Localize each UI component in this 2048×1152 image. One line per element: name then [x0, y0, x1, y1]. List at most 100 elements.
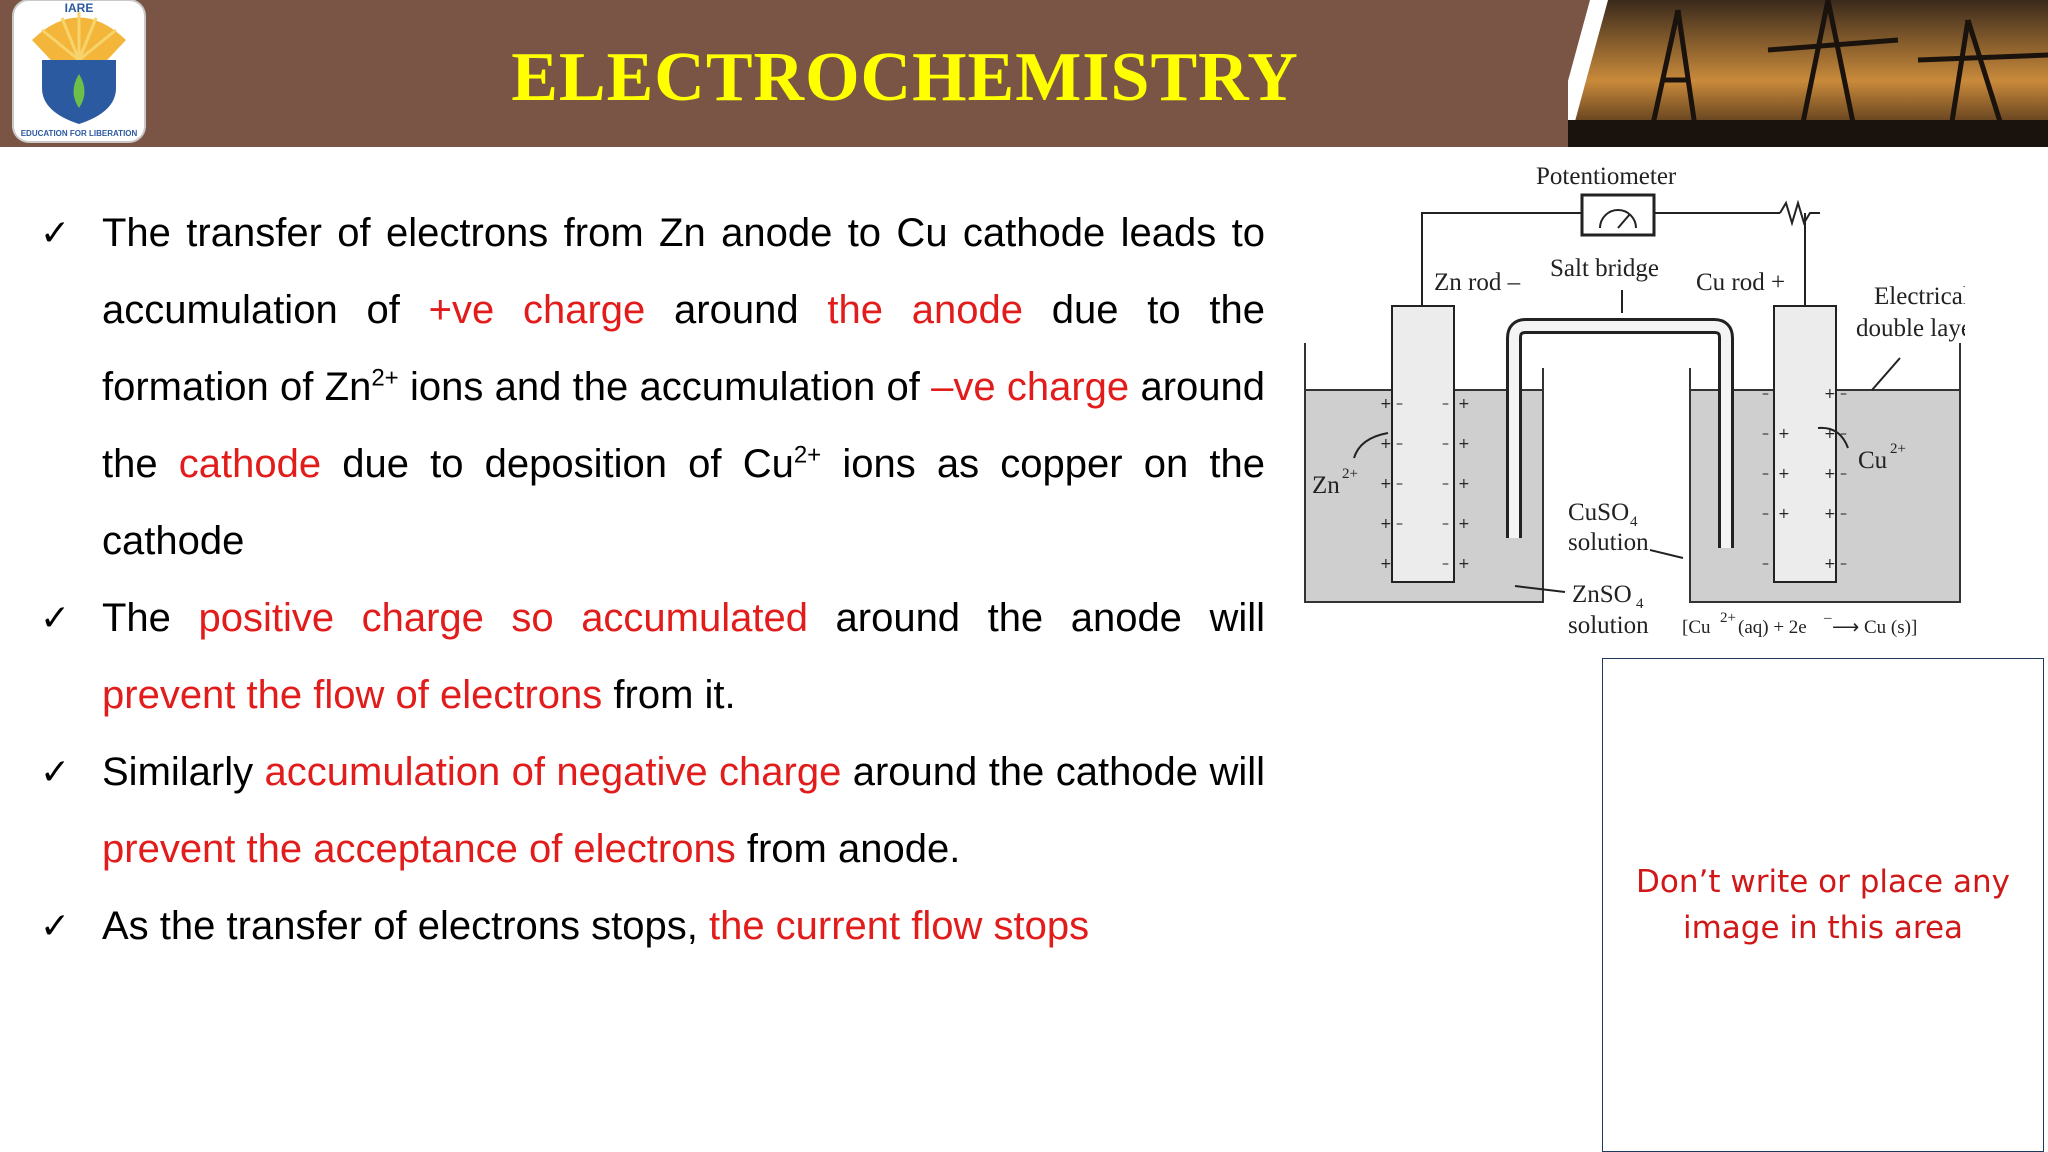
- svg-text:+: +: [1824, 426, 1836, 442]
- zn-ion-label: Zn: [1312, 472, 1340, 499]
- bullet-text: around: [645, 288, 828, 332]
- bullet-item-3: ✓ Similarly accumulation of negative char…: [40, 734, 1265, 888]
- bullet-text: The: [102, 596, 199, 640]
- svg-text:+: +: [1380, 516, 1392, 532]
- superscript-charge: 2+: [371, 364, 399, 392]
- bullet-text: from it.: [602, 673, 736, 717]
- svg-text:+: +: [1380, 476, 1392, 492]
- svg-text:–: –: [1840, 556, 1847, 572]
- svg-text:–: –: [1823, 610, 1832, 626]
- highlight-text: cathode: [178, 442, 322, 486]
- cu-rod-label: Cu rod +: [1696, 269, 1785, 296]
- cu-ion-charge: 2+: [1890, 441, 1906, 457]
- svg-text:+: +: [1458, 396, 1470, 412]
- zn-ion-charge: 2+: [1342, 466, 1358, 482]
- svg-text:–: –: [1442, 556, 1449, 572]
- bullet-text: around the anode will: [807, 596, 1266, 640]
- cathode-reaction: [Cu 2+ (aq) + 2e – ⟶ Cu (s)]: [1682, 610, 1917, 638]
- svg-text:–: –: [1762, 506, 1769, 522]
- svg-text:–: –: [1840, 426, 1847, 442]
- cuso4-solution-label: solution: [1568, 529, 1649, 556]
- svg-text:+: +: [1824, 506, 1836, 522]
- zn-rod: [1391, 305, 1455, 583]
- bullet-item-2: ✓The positive charge so accumulated arou…: [40, 580, 1265, 734]
- bullet-list: ✓ The transfer of electrons from Zn anode…: [40, 195, 1265, 965]
- znso4-solution-label: solution: [1568, 612, 1649, 639]
- svg-text:–: –: [1840, 506, 1847, 522]
- slide-title: ELECTROCHEMISTRY: [511, 39, 1299, 116]
- svg-text:+: +: [1458, 556, 1470, 572]
- reserved-area-box: Don’t write or place any image in this a…: [1602, 658, 2044, 1152]
- svg-text:–: –: [1762, 386, 1769, 402]
- cuso4-label: CuSO: [1568, 499, 1629, 526]
- logo-motto: EDUCATION FOR LIBERATION: [21, 129, 138, 138]
- svg-text:–: –: [1762, 426, 1769, 442]
- highlight-text: prevent the acceptance of electrons: [102, 827, 736, 871]
- double-layer-label-line1: Electrical: [1874, 283, 1965, 310]
- highlight-text: accumulation of negative charge: [264, 750, 842, 794]
- double-layer-label-line2: double layer: [1856, 315, 1965, 342]
- cuso4-subscript: 4: [1630, 514, 1638, 530]
- notice-line-1: Don’t write or place any: [1636, 864, 2010, 900]
- institute-logo: IARE EDUCATION FOR LIBERATION: [12, 0, 146, 143]
- svg-text:–: –: [1840, 466, 1847, 482]
- superscript-charge: 2+: [793, 441, 822, 469]
- svg-text:–: –: [1442, 516, 1449, 532]
- svg-text:+: +: [1380, 436, 1392, 452]
- svg-text:+: +: [1778, 506, 1790, 522]
- svg-text:(aq) + 2e: (aq) + 2e: [1738, 617, 1807, 638]
- svg-text:2+: 2+: [1720, 610, 1736, 626]
- notice-line-2: image in this area: [1682, 910, 1964, 946]
- svg-text:+: +: [1458, 436, 1470, 452]
- svg-text:+: +: [1824, 386, 1836, 402]
- svg-text:–: –: [1840, 386, 1847, 402]
- svg-text:+: +: [1778, 466, 1790, 482]
- bullet-text: ions as copper on the cathode: [102, 442, 1265, 563]
- bullet-text: due to the formation of Zn: [102, 288, 1265, 409]
- svg-text:+: +: [1824, 556, 1836, 572]
- svg-text:+: +: [1458, 516, 1470, 532]
- slide-header: ELECTROCHEMISTRY: [0, 0, 2048, 147]
- bullet-item-4: ✓ As the transfer of electrons stops, the…: [40, 888, 1265, 965]
- highlight-text: the current flow stops: [708, 904, 1090, 948]
- highlight-text: positive charge so accumulated: [198, 596, 808, 640]
- svg-text:–: –: [1396, 396, 1403, 412]
- bullet-text: Similarly: [102, 750, 265, 794]
- cu-rod: [1773, 305, 1837, 583]
- highlight-text: +ve charge: [428, 288, 646, 332]
- svg-text:–: –: [1762, 556, 1769, 572]
- highlight-text: –ve charge: [931, 365, 1130, 409]
- bullet-text: As the transfer of electrons stops,: [102, 904, 709, 948]
- cu-ion-label: Cu: [1858, 447, 1888, 474]
- svg-text:+: +: [1380, 556, 1392, 572]
- svg-text:⟶ Cu (s)]: ⟶ Cu (s)]: [1832, 617, 1917, 638]
- bullet-text: from anode.: [735, 827, 961, 871]
- bullet-item-1: ✓ The transfer of electrons from Zn anode…: [40, 195, 1265, 580]
- svg-text:–: –: [1396, 476, 1403, 492]
- bullet-text: The transfer of electrons from Zn anode …: [102, 211, 1265, 332]
- potentiometer-label: Potentiometer: [1536, 163, 1677, 190]
- svg-text:–: –: [1396, 516, 1403, 532]
- highlight-text: the anode: [827, 288, 1023, 332]
- svg-text:–: –: [1442, 436, 1449, 452]
- svg-text:+: +: [1824, 466, 1836, 482]
- electrochemical-cell-diagram: +++++ –––– ––––– +++++ ––––– +++ +++++ –…: [1304, 163, 1965, 639]
- bullet-text: due to deposition of Cu: [321, 442, 794, 486]
- logo-arc-text: IARE: [65, 1, 94, 15]
- svg-text:–: –: [1762, 466, 1769, 482]
- bullet-text: around the cathode will: [841, 750, 1265, 794]
- svg-text:–: –: [1442, 476, 1449, 492]
- industrial-photo: [1568, 0, 2048, 147]
- highlight-text: prevent the flow of electrons: [102, 673, 603, 717]
- checkmark-icon: ✓: [40, 213, 71, 254]
- bullet-text: ions and the accumulation of: [398, 365, 932, 409]
- checkmark-icon: ✓: [40, 752, 71, 793]
- svg-text:[Cu: [Cu: [1682, 617, 1711, 638]
- svg-text:+: +: [1380, 396, 1392, 412]
- svg-text:–: –: [1442, 396, 1449, 412]
- checkmark-icon: ✓: [40, 906, 71, 947]
- svg-text:+: +: [1458, 476, 1470, 492]
- znso4-subscript: 4: [1636, 596, 1644, 612]
- potentiometer: [1580, 193, 1656, 237]
- bullet-text: around the: [102, 365, 1265, 486]
